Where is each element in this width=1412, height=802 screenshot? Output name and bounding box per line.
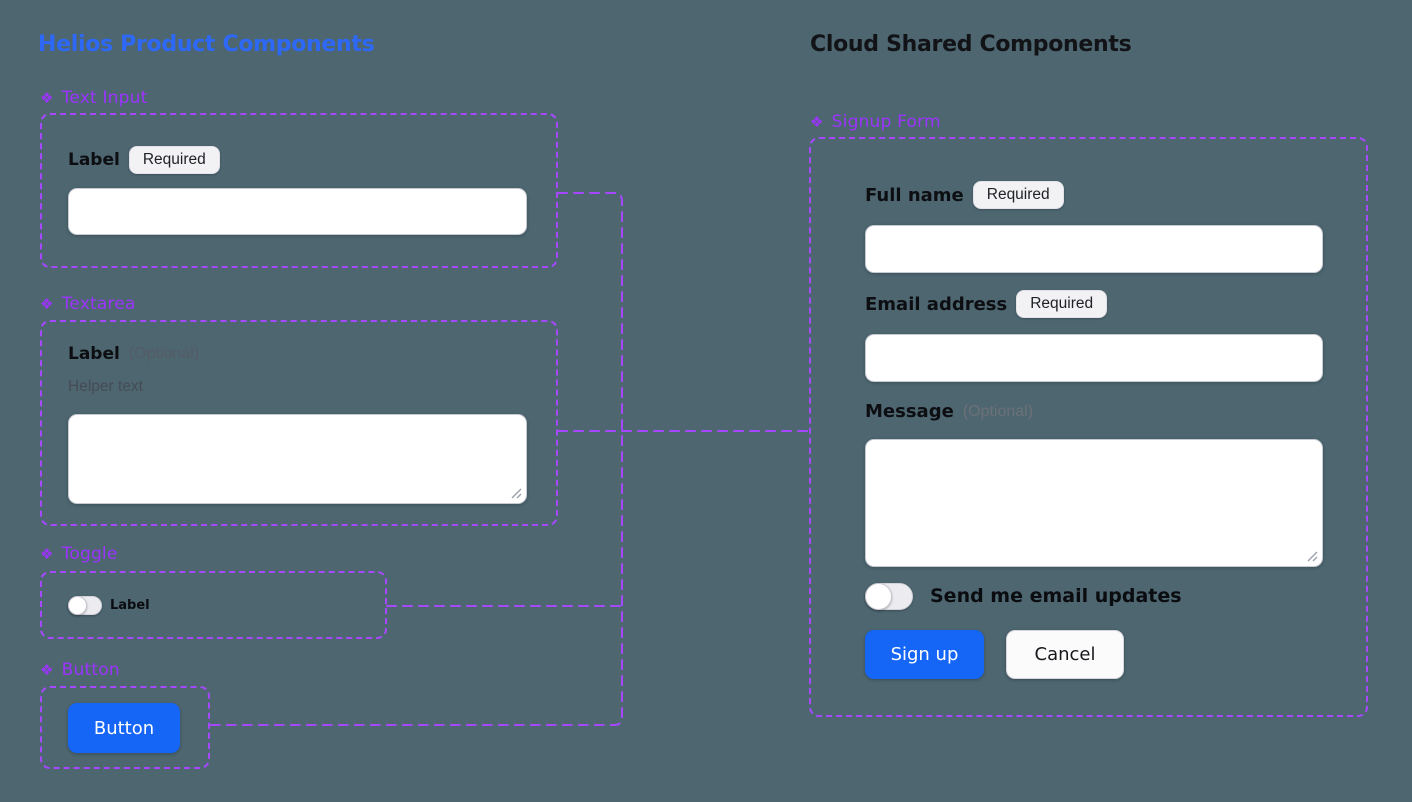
textarea-component-frame: Label (Optional) Helper text xyxy=(40,320,558,526)
toggle-knob xyxy=(68,595,87,615)
optional-tag: (Optional) xyxy=(962,402,1034,420)
textarea-helper-text: Helper text xyxy=(68,378,143,395)
component-diamond-icon: ❖ xyxy=(40,660,54,679)
component-header-text-input[interactable]: ❖ Text Input xyxy=(40,88,147,108)
component-header-textarea[interactable]: ❖ Textarea xyxy=(40,294,136,314)
component-diamond-icon: ❖ xyxy=(810,112,824,131)
textarea-label: Label xyxy=(68,344,120,364)
component-diamond-icon: ❖ xyxy=(40,294,54,313)
message-textarea[interactable] xyxy=(865,439,1323,567)
text-input-field[interactable] xyxy=(68,188,527,235)
toggle-label: Label xyxy=(110,597,150,613)
full-name-label: Full name xyxy=(865,184,964,206)
full-name-input[interactable] xyxy=(865,225,1323,273)
optional-tag: (Optional) xyxy=(128,345,200,362)
component-header-signup-form[interactable]: ❖ Signup Form xyxy=(810,112,941,132)
email-input[interactable] xyxy=(865,334,1323,382)
component-header-toggle[interactable]: ❖ Toggle xyxy=(40,544,118,564)
required-badge: Required xyxy=(1016,290,1108,318)
toggle-switch[interactable] xyxy=(68,595,102,615)
cloud-panel: Cloud Shared Components ❖ Signup Form Fu… xyxy=(700,0,1412,802)
signup-form-frame: Full name Required Email address Require… xyxy=(809,137,1368,717)
sample-button[interactable]: Button xyxy=(68,703,180,753)
component-name-label: Button xyxy=(61,660,120,680)
required-badge: Required xyxy=(128,146,220,174)
toggle-component-frame: Label xyxy=(40,571,387,639)
component-diamond-icon: ❖ xyxy=(40,544,54,563)
sign-up-button[interactable]: Sign up xyxy=(865,630,984,679)
component-name-label: Signup Form xyxy=(831,112,941,132)
button-component-frame: Button xyxy=(40,686,210,769)
email-updates-toggle[interactable] xyxy=(865,582,913,610)
text-input-component-frame: Label Required xyxy=(40,113,558,268)
component-name-label: Toggle xyxy=(61,544,118,564)
email-label: Email address xyxy=(865,293,1008,315)
message-label: Message xyxy=(865,401,954,422)
cloud-panel-title: Cloud Shared Components xyxy=(810,32,1132,57)
email-updates-label: Send me email updates xyxy=(930,585,1182,607)
component-name-label: Text Input xyxy=(61,88,148,108)
helios-panel-title: Helios Product Components xyxy=(38,32,375,57)
required-badge: Required xyxy=(972,181,1064,209)
toggle-knob xyxy=(865,582,892,610)
helios-panel: Helios Product Components ❖ Text Input L… xyxy=(0,0,700,802)
component-diamond-icon: ❖ xyxy=(40,88,54,107)
textarea-field[interactable] xyxy=(68,414,527,504)
component-header-button[interactable]: ❖ Button xyxy=(40,660,120,680)
cancel-button[interactable]: Cancel xyxy=(1006,630,1124,679)
component-name-label: Textarea xyxy=(61,294,136,314)
text-input-label: Label xyxy=(68,150,120,170)
